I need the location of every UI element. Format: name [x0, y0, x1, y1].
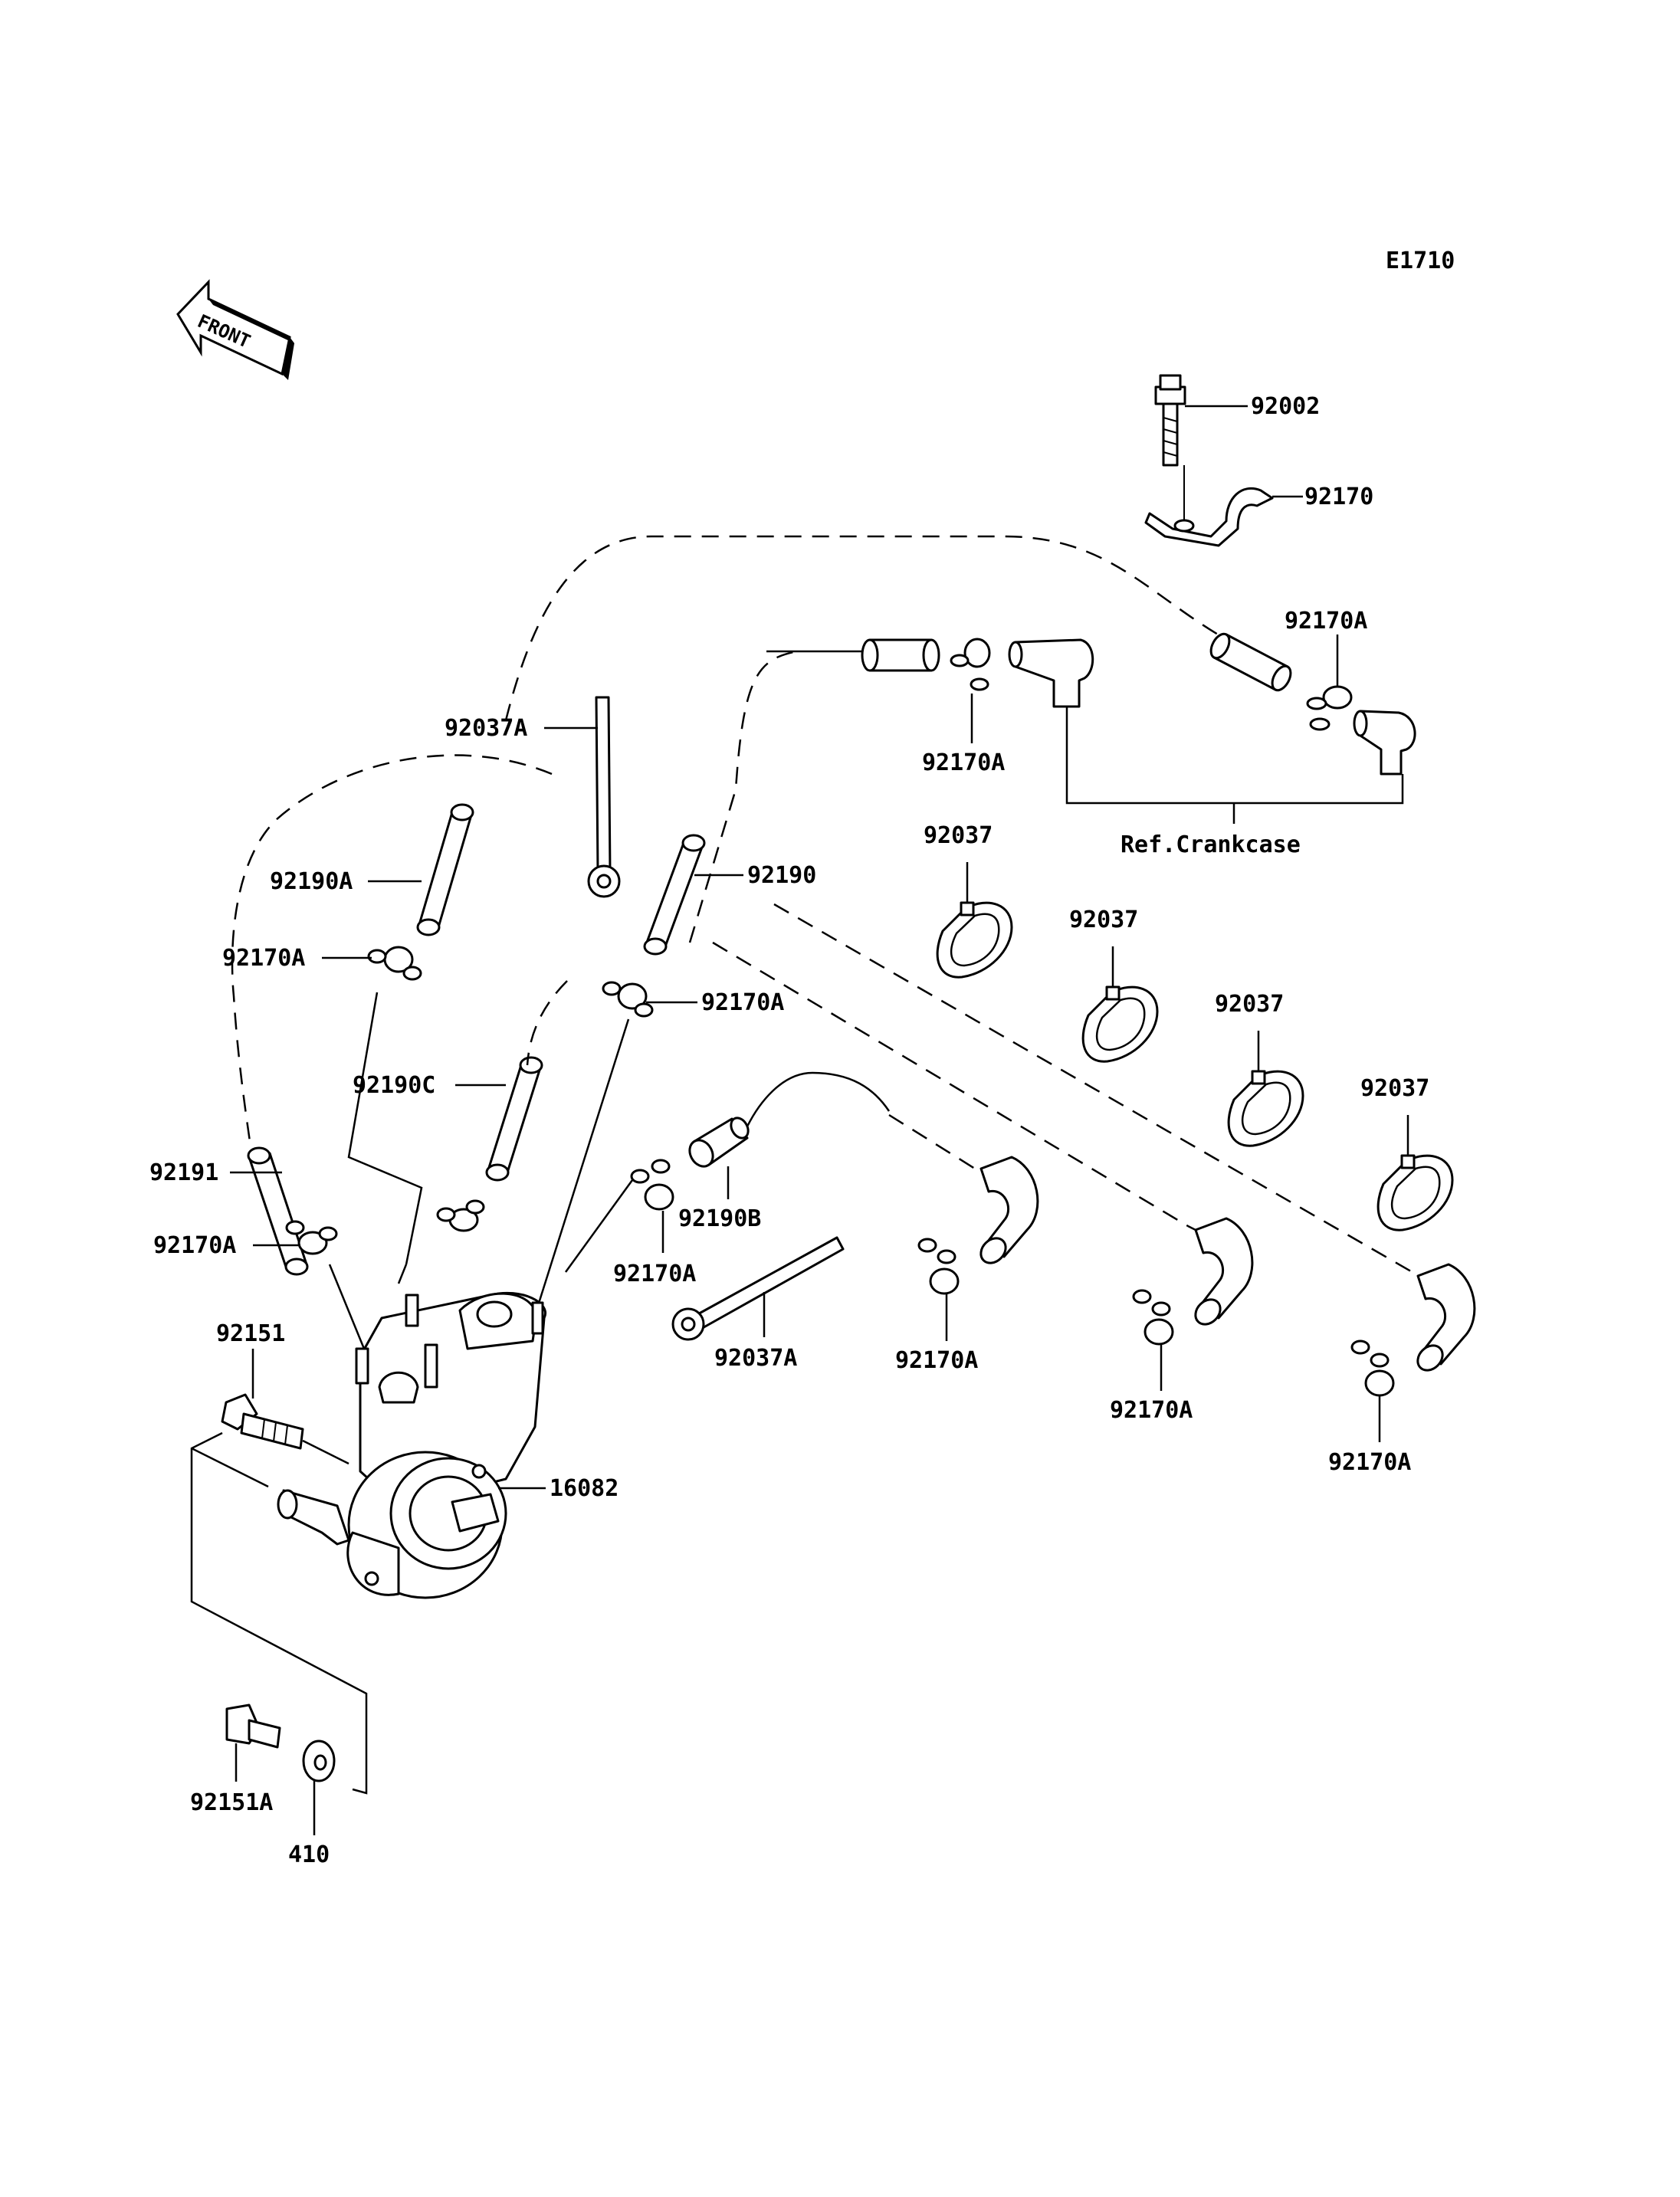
- clip-92170A-center-icon: [630, 1159, 674, 1211]
- label-92170A-b2: 92170A: [1110, 1397, 1193, 1424]
- routing-line-r1: [712, 941, 1189, 1228]
- hose-top-mid-icon: [861, 638, 940, 672]
- label-92170A-b3: 92170A: [1328, 1449, 1411, 1476]
- hose-92190C-icon: [485, 1056, 543, 1182]
- clamp-92037-2-icon: [1081, 985, 1159, 1063]
- label-92037-2: 92037: [1069, 907, 1138, 933]
- clamp-92170-icon: [1144, 465, 1274, 547]
- bolt-92151A-icon: [225, 1703, 281, 1749]
- hose-92190A-icon: [416, 803, 474, 936]
- elbow-hose-3-icon: [1416, 1263, 1476, 1372]
- label-92170: 92170: [1304, 484, 1373, 510]
- hose-92191-icon: [247, 1146, 309, 1276]
- clip-92170A-b3-icon: [1350, 1340, 1395, 1397]
- label-92037-4: 92037: [1360, 1075, 1429, 1102]
- routing-line-b: [888, 1113, 982, 1174]
- label-92170A-left2: 92170A: [153, 1232, 236, 1259]
- bolt-92002-icon: [1154, 374, 1186, 467]
- clamp-92037-1-icon: [936, 901, 1013, 979]
- elbow-hose-1-icon: [979, 1156, 1039, 1264]
- clip-92170A-left2-icon: [285, 1220, 338, 1255]
- label-92190B: 92190B: [678, 1205, 761, 1232]
- bolt-92151-icon: [221, 1393, 304, 1450]
- routing-line-top: [504, 535, 1235, 721]
- routing-line-c: [526, 980, 568, 1066]
- label-92151A: 92151A: [190, 1789, 273, 1816]
- clip-92170A-b2-icon: [1132, 1289, 1174, 1346]
- clip-92170A-mid-icon: [602, 981, 654, 1018]
- routing-line-left: [231, 754, 553, 1173]
- clamp-92037-4-icon: [1376, 1154, 1454, 1231]
- clamp-92037-3-icon: [1227, 1070, 1304, 1147]
- label-92037A-top: 92037A: [445, 715, 527, 742]
- hose-92190-icon: [643, 834, 706, 956]
- clip-92170A-topmid-icon: [950, 638, 991, 691]
- label-92037A-bottom: 92037A: [714, 1345, 797, 1372]
- label-92190A: 92190A: [270, 868, 353, 895]
- front-arrow-icon: FRONT: [176, 279, 294, 380]
- clip-92170A-b1-icon: [917, 1238, 960, 1295]
- label-92170A-topright: 92170A: [1285, 608, 1367, 635]
- elbow-fitting-mid-icon: [1008, 638, 1094, 708]
- label-16082: 16082: [550, 1475, 619, 1502]
- elbow-hose-2-icon: [1194, 1217, 1254, 1326]
- label-410: 410: [288, 1841, 330, 1868]
- clip-92170A-left1-icon: [367, 946, 422, 981]
- label-92170A-topmid: 92170A: [922, 749, 1005, 776]
- strap-92037A-top-icon: [587, 696, 621, 898]
- label-92190: 92190: [747, 862, 816, 889]
- hose-92190B-icon: [688, 1117, 750, 1168]
- washer-410-icon: [302, 1740, 336, 1782]
- label-92002: 92002: [1251, 393, 1320, 420]
- label-92151: 92151: [216, 1320, 285, 1347]
- clip-92170A-topright-icon: [1306, 685, 1353, 731]
- label-92037-3: 92037: [1215, 991, 1284, 1018]
- label-92190C: 92190C: [353, 1072, 435, 1099]
- strap-92037A-bottom-icon: [671, 1236, 845, 1341]
- ref-crankcase-label: Ref.Crankcase: [1121, 831, 1301, 858]
- label-92170A-mid: 92170A: [701, 989, 784, 1016]
- routing-line-r2: [773, 903, 1426, 1281]
- label-92170A-center: 92170A: [613, 1261, 696, 1287]
- label-92037-1: 92037: [924, 822, 993, 849]
- diagram-code: E1710: [1386, 248, 1455, 274]
- label-92191: 92191: [149, 1159, 218, 1186]
- oil-pump-16082-icon: [277, 1291, 547, 1599]
- routing-line-mid: [688, 650, 798, 943]
- label-92170A-left1: 92170A: [222, 945, 305, 972]
- elbow-fitting-right-icon: [1353, 710, 1416, 776]
- hose-top-right-icon: [1209, 632, 1292, 692]
- label-92170A-b1: 92170A: [895, 1347, 978, 1374]
- clip-pump-top-icon: [436, 1199, 485, 1232]
